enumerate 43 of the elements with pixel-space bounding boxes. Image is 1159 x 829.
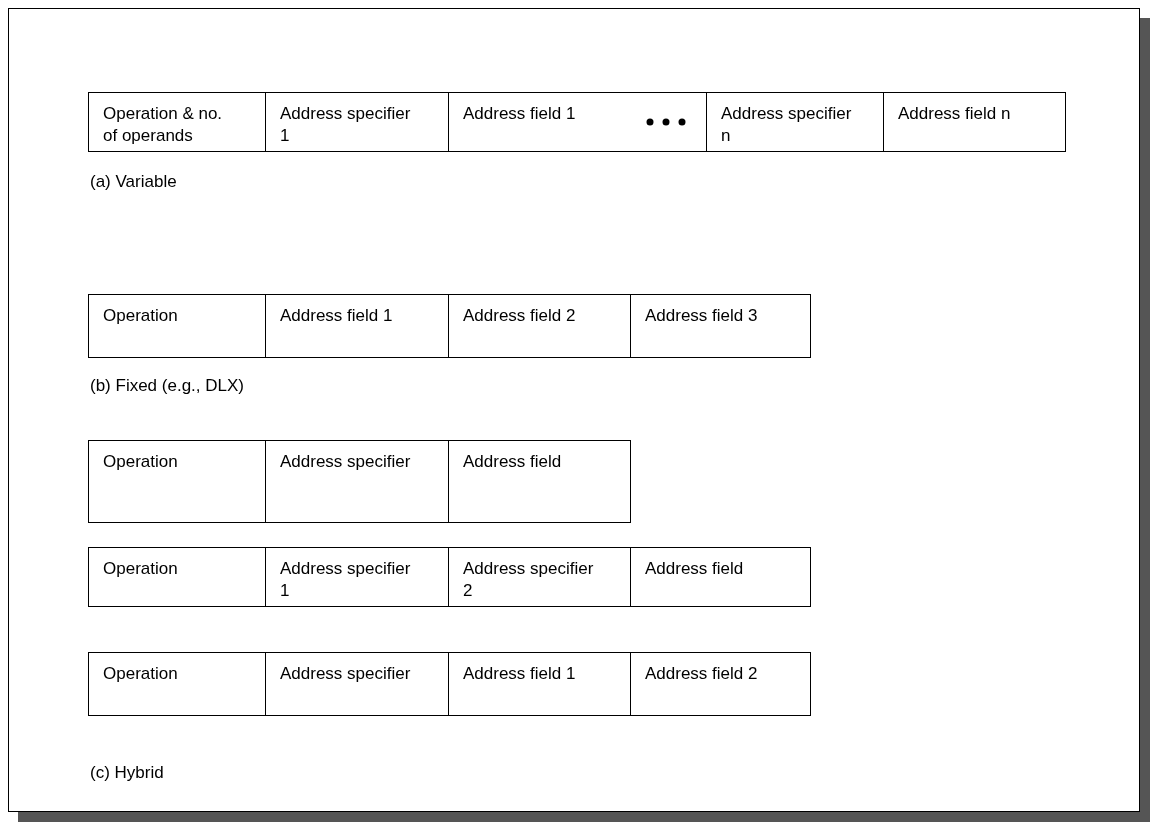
instruction-field-box <box>448 652 631 716</box>
instruction-field-box <box>448 294 631 358</box>
instruction-field-box <box>448 547 631 607</box>
instruction-field-box <box>630 547 811 607</box>
format-caption: (a) Variable <box>90 172 177 192</box>
field-name: Operation <box>103 663 179 685</box>
instruction-field-box <box>630 294 811 358</box>
instruction-field-box <box>265 92 449 152</box>
field-name: Address specifier <box>280 663 412 685</box>
instruction-field-box <box>265 547 449 607</box>
field-name: Address specifier 2 <box>463 558 595 602</box>
field-name: Address field 1 <box>463 103 577 125</box>
instruction-field-box <box>706 92 884 152</box>
instruction-field-box <box>88 652 266 716</box>
field-name: Address field 1 <box>463 663 577 685</box>
instruction-field-box <box>630 652 811 716</box>
field-name: Operation <box>103 558 179 580</box>
field-name: Operation <box>103 305 179 327</box>
field-name: Address field 1 <box>280 305 394 327</box>
instruction-field-box <box>265 294 449 358</box>
instruction-field-box <box>88 92 266 152</box>
field-name: Operation <box>103 451 179 473</box>
instruction-field-box <box>265 652 449 716</box>
field-name: Address specifier 1 <box>280 558 412 602</box>
format-caption: (b) Fixed (e.g., DLX) <box>90 376 244 396</box>
field-name: Address field 3 <box>645 305 759 327</box>
field-name: Address specifier 1 <box>280 103 412 147</box>
instruction-field-box <box>88 440 266 523</box>
field-name: Address field n <box>898 103 1012 125</box>
field-name: Operation & no. of operands <box>103 103 224 147</box>
instruction-field-box <box>448 92 707 152</box>
instruction-field-box <box>88 294 266 358</box>
instruction-field-box <box>883 92 1066 152</box>
instruction-field-box <box>265 440 449 523</box>
instruction-field-box <box>88 547 266 607</box>
field-name: Address field 2 <box>463 305 577 327</box>
field-name: Address field 2 <box>645 663 759 685</box>
instruction-field-box <box>448 440 631 523</box>
field-name: Address specifier n <box>721 103 853 147</box>
format-caption: (c) Hybrid <box>90 763 164 783</box>
field-name: Address field <box>463 451 563 473</box>
field-name: Address specifier <box>280 451 412 473</box>
field-name: Address field <box>645 558 745 580</box>
